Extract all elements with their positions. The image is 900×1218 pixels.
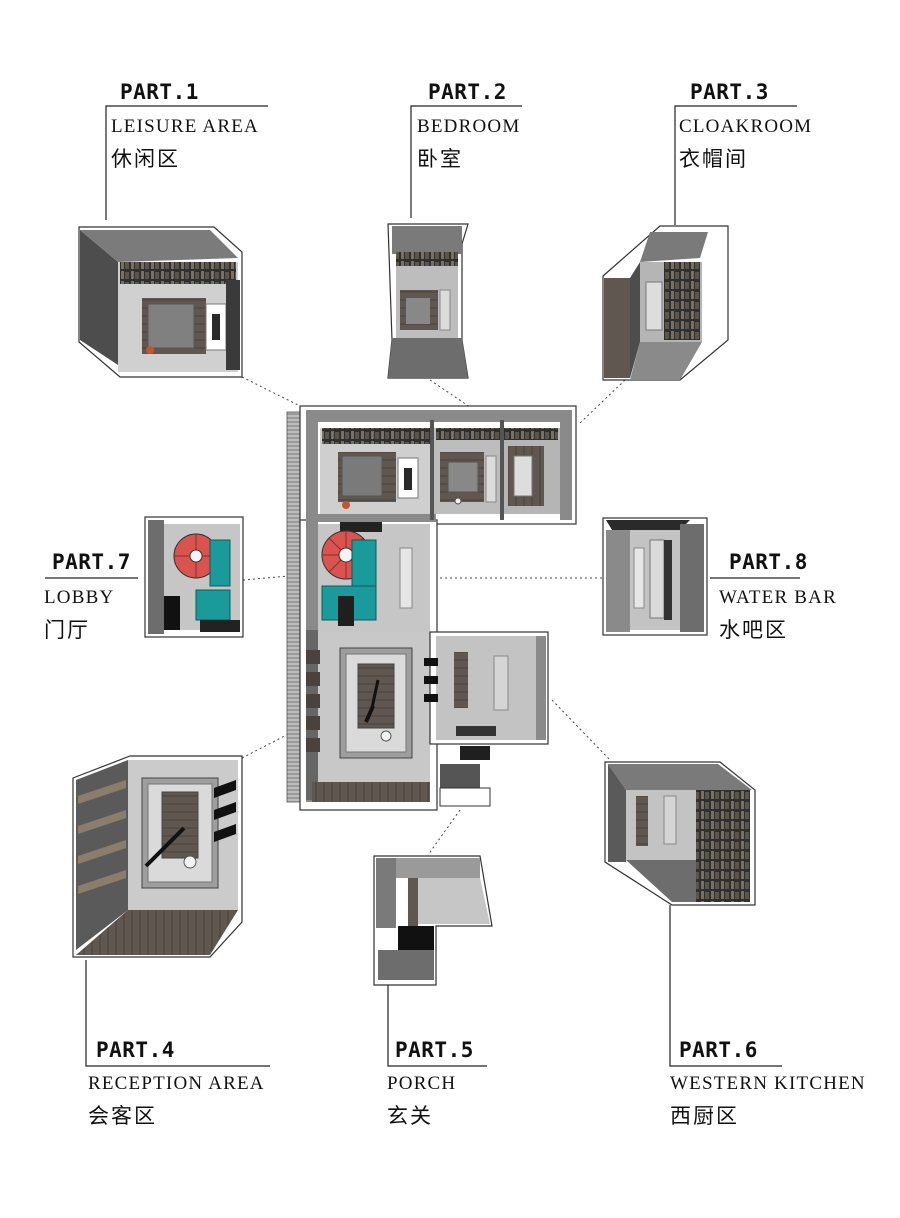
part-title: PART.1 [120, 80, 199, 104]
detail-porch [373, 855, 493, 986]
part-name-en: WESTERN KITCHEN [670, 1073, 866, 1094]
leader-part4 [85, 960, 270, 1067]
part-name-zh: 玄关 [387, 1104, 433, 1128]
part-name-zh: 门厅 [44, 618, 90, 642]
part-title: PART.5 [395, 1038, 474, 1062]
top-wall [306, 410, 572, 422]
detail-leisure-area [78, 226, 243, 378]
part-name-zh: 西厨区 [670, 1104, 739, 1128]
part-name-zh: 休闲区 [111, 147, 180, 171]
detail-water-bar [602, 517, 708, 636]
part-name-en: LEISURE AREA [111, 116, 259, 137]
leader-part3 [674, 105, 797, 225]
part-name-en: PORCH [387, 1073, 457, 1094]
part-name-zh: 卧室 [417, 147, 463, 171]
detail-lobby [144, 516, 244, 638]
part-name-zh: 衣帽间 [679, 147, 748, 171]
leader-part6 [669, 905, 782, 1067]
part-name-en: CLOAKROOM [679, 116, 813, 137]
part-title: PART.2 [428, 80, 507, 104]
outer-wall-strip [286, 411, 302, 803]
part-name-en: RECEPTION AREA [88, 1073, 265, 1094]
leader-part2 [410, 105, 522, 218]
part-title: PART.7 [52, 550, 131, 574]
leader-lines [45, 105, 800, 1067]
leader-part1 [105, 105, 268, 220]
part-name-zh: 会客区 [88, 1104, 157, 1128]
part-name-zh: 水吧区 [719, 618, 788, 642]
part-name-en: LOBBY [44, 587, 115, 608]
part-name-en: BEDROOM [417, 116, 521, 137]
detail-cloakroom [602, 225, 729, 381]
leader-part5 [387, 985, 487, 1067]
kitchen-floor [436, 636, 536, 740]
dotted-connectors [241, 376, 626, 856]
detail-bedroom [387, 223, 469, 379]
part-title: PART.6 [679, 1038, 758, 1062]
part-title: PART.8 [729, 550, 808, 574]
detail-western-kitchen [604, 761, 756, 906]
detail-reception [72, 755, 243, 958]
part-title: PART.4 [96, 1038, 175, 1062]
main-floor-plan [286, 405, 577, 811]
teal-cabinet [351, 539, 377, 591]
part-name-en: WATER BAR [719, 587, 837, 608]
wood-deck [312, 782, 430, 802]
part-title: PART.3 [690, 80, 769, 104]
